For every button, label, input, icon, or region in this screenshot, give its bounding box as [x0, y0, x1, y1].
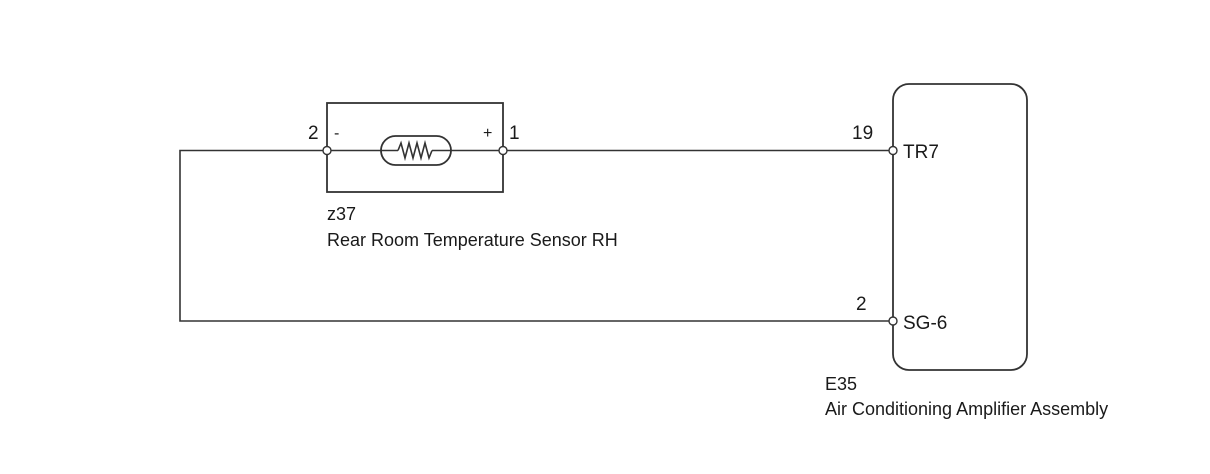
sensor-name: Rear Room Temperature Sensor RH — [327, 230, 618, 250]
sensor-pin-1-number: 1 — [509, 123, 520, 144]
wire-pin2-to-sg6 — [179, 149, 893, 322]
terminal-sg6-name: SG-6 — [903, 313, 947, 334]
amplifier-terminal-tr7 — [888, 145, 898, 156]
sensor-pin-1-polarity: + — [483, 125, 492, 142]
sensor-pin-2-polarity: - — [334, 125, 339, 142]
sensor-pin-negative — [322, 145, 332, 156]
amplifier-body — [892, 83, 1028, 371]
terminal-sg6-number: 2 — [856, 294, 867, 315]
amplifier-terminal-sg6 — [888, 316, 898, 326]
thermistor-icon — [380, 135, 452, 166]
amplifier-code: E35 — [825, 374, 857, 394]
sensor-code: z37 — [327, 204, 356, 224]
sensor-pin-2-number: 2 — [308, 123, 319, 144]
amplifier-name: Air Conditioning Amplifier Assembly — [825, 399, 1108, 419]
terminal-tr7-number: 19 — [852, 123, 873, 144]
sensor-pin-positive — [498, 145, 508, 156]
terminal-tr7-name: TR7 — [903, 142, 939, 163]
